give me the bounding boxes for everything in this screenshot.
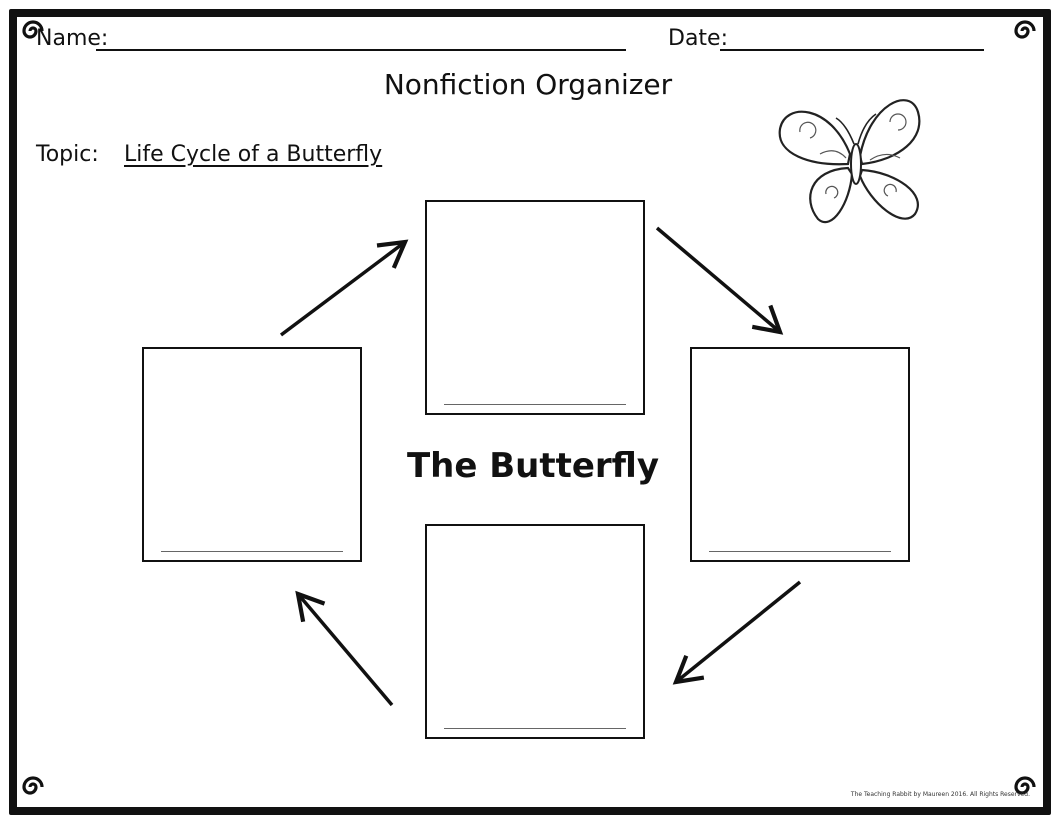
stage-answer-line[interactable] [709, 551, 891, 552]
arrow-bottom-to-left-icon [295, 590, 394, 707]
stage-box-top[interactable] [425, 200, 645, 415]
swirl-decoration-icon [22, 776, 44, 795]
stage-answer-line[interactable] [444, 728, 626, 729]
center-label: The Butterfly [406, 446, 660, 486]
name-field[interactable] [96, 49, 626, 51]
stage-box-bottom[interactable] [425, 524, 645, 739]
butterfly-illustration [778, 99, 921, 224]
stage-box-right[interactable] [690, 347, 910, 562]
topic-value: Life Cycle of a Butterfly [124, 142, 383, 167]
page-title: Nonfiction Organizer [383, 68, 673, 101]
swirl-decoration-icon [1014, 20, 1036, 39]
stage-answer-line[interactable] [161, 551, 343, 552]
topic-label: Topic: [36, 142, 99, 167]
arrow-top-to-right-icon [655, 226, 784, 335]
copyright-footer: The Teaching Rabbit by Maureen 2016. All… [850, 791, 1030, 798]
stage-answer-line[interactable] [444, 404, 626, 405]
name-label: Name: [36, 26, 109, 51]
swirl-decoration-icon [1014, 776, 1036, 795]
swirl-decoration-icon [22, 20, 44, 39]
arrow-right-to-bottom-icon [672, 580, 802, 685]
stage-box-left[interactable] [142, 347, 362, 562]
arrow-left-to-top-icon [279, 239, 409, 337]
date-label: Date: [668, 26, 728, 51]
page-border [9, 9, 1051, 815]
date-field[interactable] [720, 49, 984, 51]
